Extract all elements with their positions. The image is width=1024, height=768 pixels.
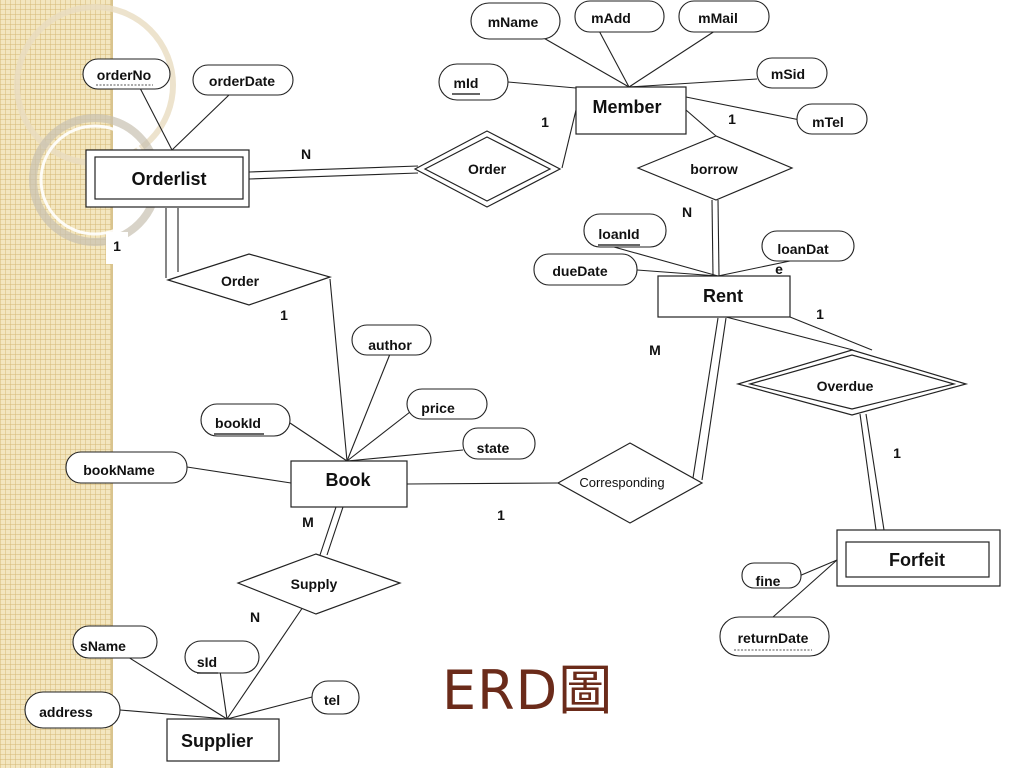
relationship-order-left: Order bbox=[166, 253, 332, 306]
cardinality-member-order: 1 bbox=[541, 114, 549, 130]
attribute-mMail: mMail bbox=[678, 0, 770, 33]
cardinality-supply-supplier: N bbox=[250, 609, 260, 625]
svg-text:bookName: bookName bbox=[83, 462, 155, 478]
entity-member: Member bbox=[575, 86, 687, 135]
svg-text:e: e bbox=[775, 261, 783, 277]
svg-text:returnDate: returnDate bbox=[738, 630, 809, 646]
relationship-order-left-label: Order bbox=[221, 273, 260, 289]
cardinality-order-book: 1 bbox=[280, 307, 288, 323]
attribute-mAdd: mAdd bbox=[574, 0, 665, 33]
attribute-author: author bbox=[351, 324, 432, 356]
relationship-overdue: Overdue bbox=[735, 349, 969, 416]
svg-text:mName: mName bbox=[488, 14, 539, 30]
svg-text:fine: fine bbox=[756, 573, 781, 589]
entity-orderlist: Orderlist bbox=[85, 149, 250, 208]
entity-forfeit-label: Forfeit bbox=[889, 550, 945, 570]
cardinality-borrow-rent: N bbox=[682, 204, 692, 220]
relationship-supply: Supply bbox=[236, 553, 402, 615]
cardinality-book-supply: M bbox=[302, 514, 314, 530]
attribute-orderDate: orderDate bbox=[192, 64, 294, 96]
attribute-tel: tel bbox=[311, 680, 360, 715]
svg-text:mAdd: mAdd bbox=[591, 10, 631, 26]
connector-lines bbox=[119, 20, 885, 720]
entity-book-label: Book bbox=[326, 470, 372, 490]
svg-text:tel: tel bbox=[324, 692, 340, 708]
relationship-borrow-label: borrow bbox=[690, 161, 738, 177]
entity-rent-label: Rent bbox=[703, 286, 743, 306]
cardinality-overdue-forfeit: 1 bbox=[893, 445, 901, 461]
cardinality-book-corresponding: 1 bbox=[497, 507, 505, 523]
attribute-sId: sId bbox=[184, 640, 260, 674]
attribute-mId: mId bbox=[438, 63, 509, 101]
entity-book: Book bbox=[290, 460, 408, 508]
attribute-bookId: bookId bbox=[200, 403, 291, 437]
attribute-address: address bbox=[24, 691, 121, 729]
svg-text:state: state bbox=[477, 440, 510, 456]
svg-text:mSid: mSid bbox=[771, 66, 805, 82]
svg-text:dueDate: dueDate bbox=[552, 263, 607, 279]
svg-text:address: address bbox=[39, 704, 93, 720]
attribute-fine: fine bbox=[741, 562, 802, 589]
svg-text:author: author bbox=[368, 337, 412, 353]
attribute-state: state bbox=[462, 427, 536, 460]
cardinality-labels: N 1 1 N 1 1 M 1 1 M N bbox=[250, 111, 901, 625]
attribute-sName: sName bbox=[72, 625, 158, 659]
cardinality-member-borrow: 1 bbox=[728, 111, 736, 127]
attribute-loanDate: loanDat e bbox=[761, 230, 855, 277]
relationship-order-top-label: Order bbox=[468, 161, 507, 177]
entity-supplier-label: Supplier bbox=[181, 731, 253, 751]
attribute-loanId: loanId bbox=[583, 213, 667, 248]
svg-text:orderDate: orderDate bbox=[209, 73, 275, 89]
svg-text:mTel: mTel bbox=[812, 114, 844, 130]
svg-text:price: price bbox=[421, 400, 455, 416]
diagram-title: ERD圖 bbox=[442, 659, 614, 722]
svg-text:bookId: bookId bbox=[215, 415, 261, 431]
svg-text:orderNo: orderNo bbox=[97, 67, 151, 83]
cardinality-orderlist-order-top: N bbox=[301, 146, 311, 162]
relationship-supply-label: Supply bbox=[291, 576, 338, 592]
svg-text:sName: sName bbox=[80, 638, 126, 654]
attribute-dueDate: dueDate bbox=[533, 253, 638, 286]
attribute-price: price bbox=[406, 388, 488, 420]
entity-forfeit: Forfeit bbox=[836, 529, 1001, 587]
entity-member-label: Member bbox=[592, 97, 661, 117]
cardinality-rent-overdue: 1 bbox=[816, 306, 824, 322]
svg-text:loanId: loanId bbox=[598, 226, 639, 242]
svg-text:mId: mId bbox=[454, 75, 479, 91]
entity-supplier: Supplier bbox=[166, 718, 280, 762]
svg-text:loanDat: loanDat bbox=[777, 241, 829, 257]
attribute-mSid: mSid bbox=[756, 57, 828, 89]
entity-rent: Rent bbox=[657, 275, 791, 318]
svg-text:sId: sId bbox=[197, 654, 217, 670]
relationship-overdue-label: Overdue bbox=[817, 378, 874, 394]
attribute-returnDate: returnDate bbox=[719, 616, 830, 657]
cardinality-rent-corresponding: M bbox=[649, 342, 661, 358]
attribute-orderNo: orderNo bbox=[82, 58, 171, 90]
relationship-corresponding-label: Corresponding bbox=[579, 475, 664, 490]
relationship-corresponding: Corresponding bbox=[556, 442, 704, 524]
relationship-borrow: borrow bbox=[636, 135, 794, 201]
attribute-mName: mName bbox=[470, 2, 561, 40]
attribute-bookName: bookName bbox=[65, 451, 188, 484]
relationship-order-top: Order bbox=[413, 130, 562, 208]
cardinality-orderlist-order-left: 1 bbox=[106, 232, 128, 264]
entity-orderlist-label: Orderlist bbox=[131, 169, 206, 189]
svg-text:mMail: mMail bbox=[698, 10, 738, 26]
attribute-mTel: mTel bbox=[796, 103, 868, 135]
